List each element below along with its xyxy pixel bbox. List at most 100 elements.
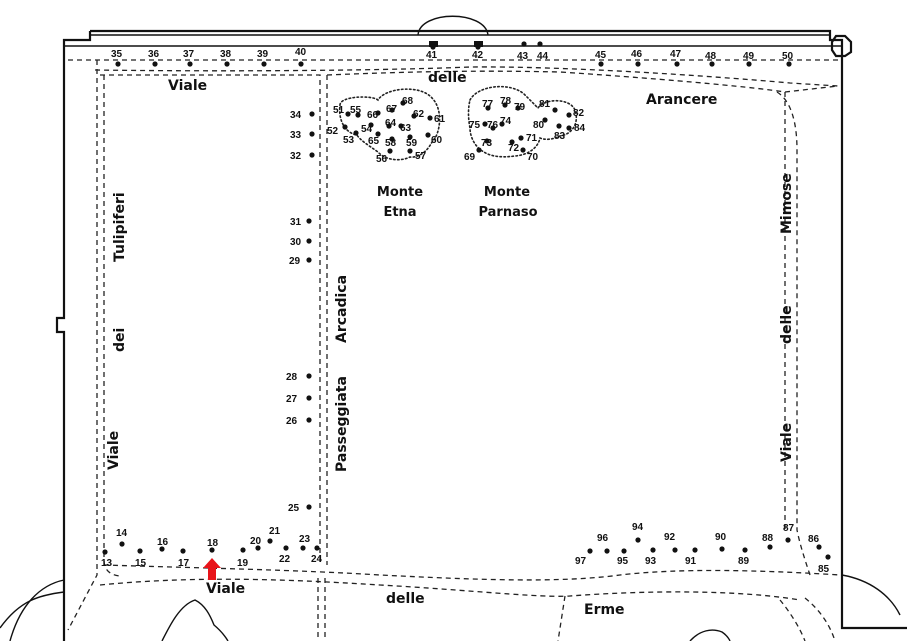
point-number: 88	[762, 533, 774, 544]
map-point: 55	[350, 105, 362, 118]
point-number: 66	[367, 110, 379, 121]
point-number: 84	[574, 123, 586, 134]
garden-wall	[0, 15, 907, 641]
point-number: 93	[645, 556, 657, 567]
point-number: 51	[333, 105, 345, 116]
map-point: 67	[386, 104, 398, 115]
point-dot	[767, 544, 773, 550]
map-point: 22	[279, 545, 291, 565]
point-number: 23	[299, 534, 311, 545]
numbered-points: 1314151617181920212223242526272829303132…	[101, 41, 831, 575]
point-number: 46	[631, 49, 643, 60]
point-dot	[621, 548, 627, 554]
point-number: 74	[500, 116, 512, 127]
point-dot	[499, 121, 505, 127]
point-number: 28	[286, 372, 298, 383]
map-point: 44	[537, 41, 549, 62]
map-point: 78	[500, 96, 512, 108]
map-point: 64	[385, 118, 397, 129]
point-number: 40	[295, 47, 307, 58]
point-number: 45	[595, 50, 607, 61]
dei-label: dei	[112, 328, 128, 352]
point-number: 38	[220, 49, 232, 60]
point-number: 62	[413, 109, 425, 120]
street-labels: Viale delle Arancere Tulipiferi dei Vial…	[106, 70, 795, 618]
map-point: 91	[685, 547, 698, 567]
point-number: 54	[361, 124, 373, 135]
point-number: 75	[469, 120, 481, 131]
map-point: 30	[290, 237, 312, 248]
map-point: 28	[286, 372, 312, 383]
point-number: 73	[481, 138, 493, 149]
map-point: 39	[257, 49, 269, 67]
point-dot	[306, 238, 312, 244]
point-dot	[300, 545, 306, 551]
point-number: 97	[575, 556, 587, 567]
point-number: 24	[311, 554, 323, 565]
point-dot	[482, 121, 488, 127]
point-dot	[692, 547, 698, 553]
map-point: 19	[237, 547, 249, 569]
point-dot	[283, 545, 289, 551]
point-dot	[672, 547, 678, 553]
map-point: 29	[289, 256, 312, 267]
point-number: 60	[431, 135, 443, 146]
passeggiata-label: Passeggiata	[334, 376, 350, 472]
map-point: 84	[566, 123, 586, 134]
point-number: 21	[269, 526, 281, 537]
point-dot	[353, 130, 359, 136]
point-number: 29	[289, 256, 301, 267]
point-dot	[430, 44, 436, 50]
arcadica-label: Arcadica	[334, 275, 350, 343]
map-point: 72	[508, 139, 520, 154]
point-number: 25	[288, 503, 300, 514]
map-point: 95	[617, 548, 629, 567]
point-number: 81	[539, 99, 551, 110]
point-number: 47	[670, 49, 682, 60]
point-dot	[537, 41, 543, 47]
point-dot	[261, 61, 267, 67]
point-dot	[298, 61, 304, 67]
map-point: 63	[398, 123, 412, 134]
point-number: 78	[500, 96, 512, 107]
map-point: 25	[288, 503, 312, 514]
point-dot	[475, 44, 481, 50]
point-dot	[816, 544, 822, 550]
point-number: 69	[464, 152, 476, 163]
map-point: 56	[376, 148, 393, 165]
point-number: 87	[783, 523, 795, 534]
point-dot	[240, 547, 246, 553]
map-point: 45	[595, 50, 607, 67]
point-dot	[635, 61, 641, 67]
point-dot	[566, 125, 572, 131]
map-point: 48	[705, 51, 717, 67]
viale-right-label: Viale	[779, 423, 795, 462]
map-point: 54	[361, 122, 374, 135]
point-dot	[520, 147, 526, 153]
point-dot	[119, 541, 125, 547]
point-dot	[389, 136, 395, 142]
hill-labels: Monte Etna Monte Parnaso	[377, 185, 538, 220]
point-dot	[786, 61, 792, 67]
map-point: 34	[290, 110, 315, 121]
point-dot	[115, 61, 121, 67]
map-point: 41	[426, 44, 438, 61]
point-number: 27	[286, 394, 298, 405]
point-dot	[306, 373, 312, 379]
point-number: 22	[279, 554, 291, 565]
point-number: 49	[743, 51, 755, 62]
point-dot	[355, 112, 361, 118]
point-dot	[180, 548, 186, 554]
point-dot	[345, 111, 351, 117]
monte-etna-label-2: Etna	[383, 205, 416, 220]
map-point: 90	[715, 532, 727, 552]
point-dot	[742, 547, 748, 553]
point-number: 92	[664, 532, 676, 543]
point-dot	[398, 123, 404, 129]
map-point: 49	[743, 51, 755, 67]
point-dot	[746, 61, 752, 67]
point-dot	[375, 110, 381, 116]
point-number: 35	[111, 49, 123, 60]
map-point: 36	[148, 49, 160, 67]
